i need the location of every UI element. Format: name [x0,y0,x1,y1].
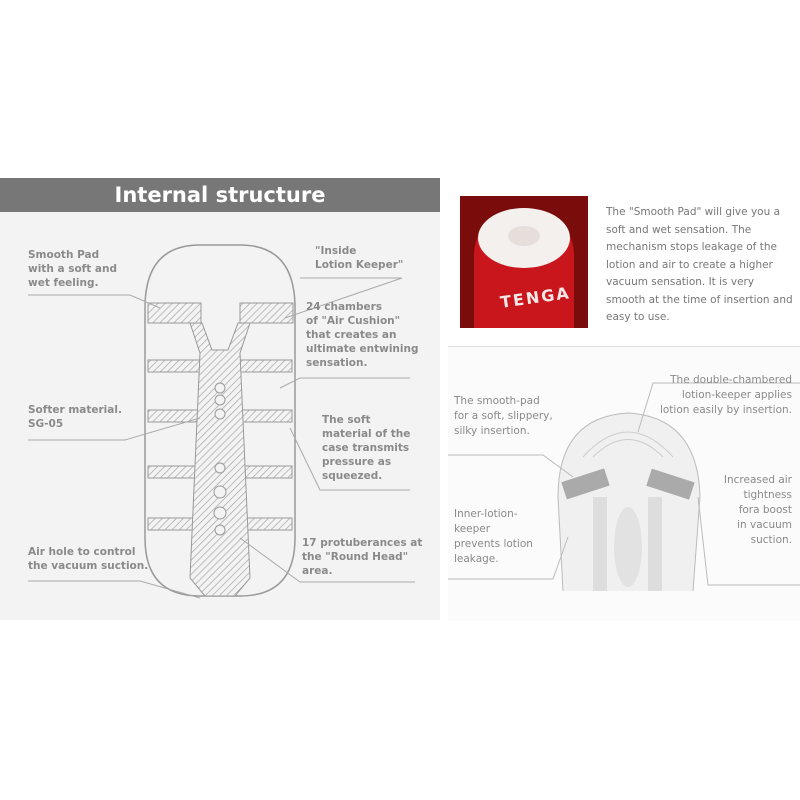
cup-diagram [448,382,800,592]
label-softer-material: Softer material. SG-05 [28,404,122,430]
label-air-hole: Air hole to control the vacuum suction. [28,546,149,572]
label-air-tightness: Increased air tightness fora boost in va… [723,474,792,546]
label-double-chambered-keeper: The double-chambered lotion-keeper appli… [659,374,792,416]
label-protuberances: 17 protuberances at the "Round Head" are… [302,537,423,577]
cup-cross-section-section: The smooth-pad for a soft, slippery, sil… [448,346,800,621]
label-inside-lotion-keeper: "Inside Lotion Keeper" [315,245,404,271]
smooth-pad-description: The "Smooth Pad" will give you a soft an… [606,206,793,323]
label-soft-case: The soft material of the case transmits … [322,414,411,482]
label-smooth-pad-insertion: The smooth-pad for a soft, slippery, sil… [454,395,553,437]
cross-section-diagram [28,244,415,599]
product-photo: TENGA [460,196,588,328]
panel-title: Internal structure [0,178,440,212]
internal-structure-panel: Internal structure Smooth Pad with a [0,178,440,620]
label-smooth-pad: Smooth Pad with a soft and wet feeling. [28,249,117,289]
smooth-pad-section: TENGA The "Smooth Pad" will give you a s… [448,178,800,346]
label-air-cushion-chambers: 24 chambers of "Air Cushion" that create… [306,301,419,369]
label-inner-lotion-keeper: Inner-lotion- keeper prevents lotion lea… [454,508,533,565]
